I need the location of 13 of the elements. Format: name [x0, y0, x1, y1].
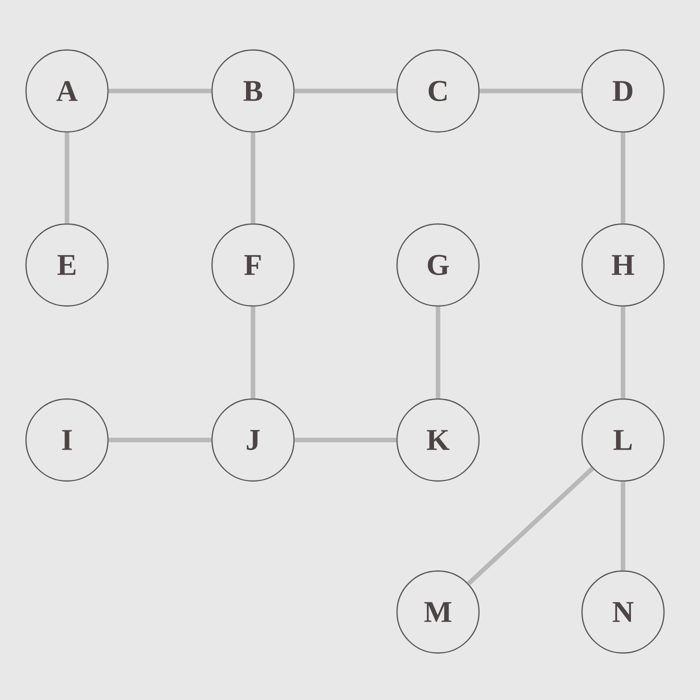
connector-line [64, 132, 70, 224]
connector-line [250, 132, 256, 224]
connector-line [108, 88, 212, 94]
connector-line [436, 306, 440, 398]
connector-line [294, 438, 396, 442]
connector-line [108, 438, 212, 442]
connector-line [480, 88, 582, 94]
connector-line [294, 88, 396, 94]
connector-line [620, 482, 626, 570]
connector-line [620, 132, 626, 224]
connector-line [250, 306, 256, 398]
connector-line [620, 306, 626, 398]
connector-line [466, 466, 594, 586]
